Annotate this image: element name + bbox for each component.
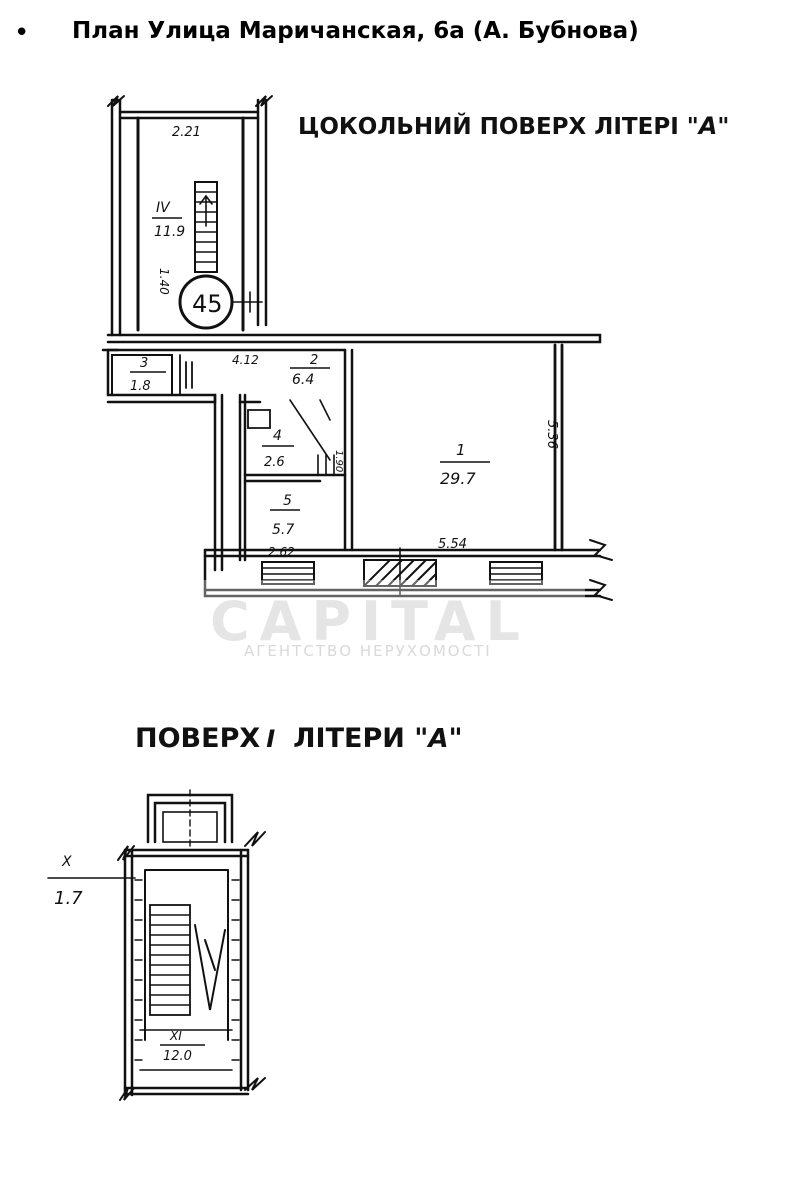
basement-caption-text: ЦОКОЛЬНИЙ ПОВЕРХ ЛІТЕРІ ": [298, 112, 699, 140]
room-2-area: 6.4: [292, 372, 314, 388]
dim-1-90: 1.90: [333, 450, 344, 472]
watermark-brand: CAPITAL: [210, 590, 530, 653]
stair-circle-label: 45: [192, 290, 223, 318]
room-iv-area: 11.9: [154, 224, 185, 240]
room-4-num: 4: [273, 428, 282, 444]
floor-caption-mark: А: [426, 724, 448, 754]
page-title: План Улица Маричанская, 6а (А. Бубнова): [72, 18, 639, 44]
room-2-num: 2: [310, 353, 318, 368]
header: • План Улица Маричанская, 6а (А. Бубнова…: [0, 0, 785, 70]
dim-5-36: 5.36: [544, 420, 559, 449]
dim-5-54: 5.54: [438, 537, 467, 552]
floor-caption-text: ПОВЕРХ: [135, 723, 260, 754]
room-4-area: 2.6: [264, 455, 285, 470]
dim-2-21: 2.21: [172, 125, 201, 140]
room-x-area: 1.7: [54, 888, 83, 909]
room-3-area: 1.8: [130, 379, 151, 394]
room-3-num: 3: [140, 356, 148, 371]
room-iv-num: IV: [156, 200, 171, 216]
basement-plan: [101, 95, 613, 601]
room-1-num: 1: [456, 441, 466, 459]
room-xi-num: XI: [169, 1029, 182, 1043]
bullet: •: [14, 18, 30, 48]
room-xi-area: 12.0: [163, 1049, 192, 1064]
dim-4-12: 4.12: [232, 353, 259, 367]
room-5-num: 5: [283, 493, 292, 509]
basement-caption: ЦОКОЛЬНИЙ ПОВЕРХ ЛІТЕРІ "А": [298, 112, 729, 140]
watermark-subtitle: АГЕНТСТВО НЕРУХОМОСТІ: [244, 642, 492, 660]
basement-caption-end: ": [717, 114, 729, 140]
watermark-box: [200, 580, 585, 655]
floor-caption-mid: ЛІТЕРИ ": [293, 723, 428, 754]
room-x-num: X: [61, 854, 72, 870]
room-1-area: 29.7: [440, 469, 476, 488]
room-5-area: 5.7: [272, 522, 294, 538]
floor-caption-end: ": [448, 723, 462, 754]
floor-caption-floor: I: [266, 725, 275, 753]
dim-2-62: 2.62: [268, 545, 295, 559]
dim-1-40: 1.40: [157, 268, 171, 295]
first-floor-plan: [47, 789, 266, 1101]
basement-caption-mark: А: [697, 112, 718, 140]
